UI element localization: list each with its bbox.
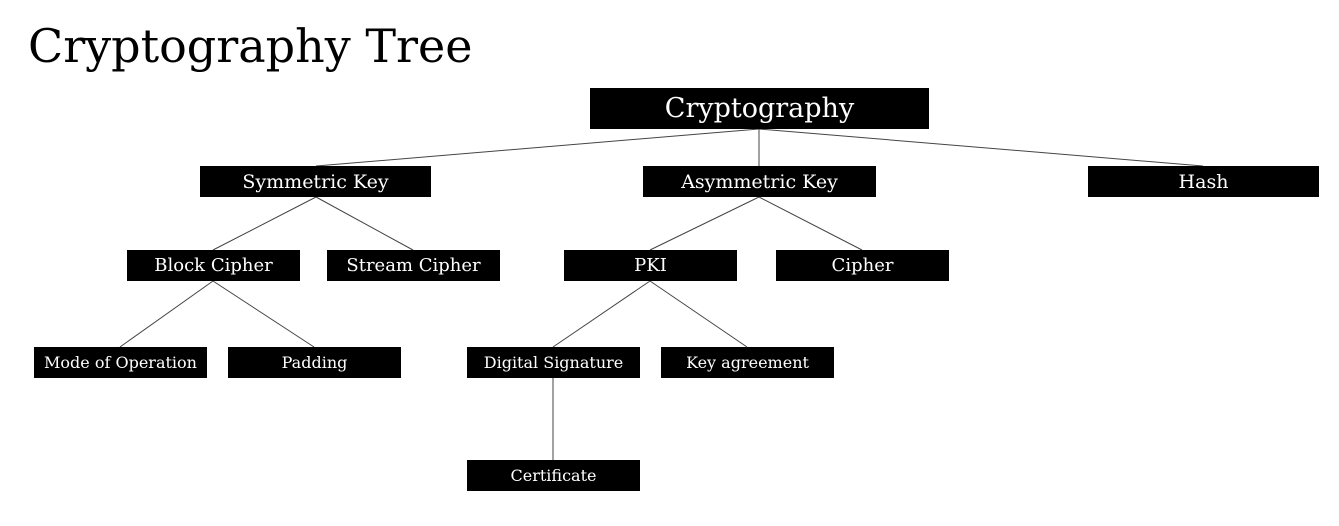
node-cryptography: Cryptography (590, 88, 929, 129)
edge-symmetric-key-stream-cipher (315, 196, 414, 251)
node-certificate: Certificate (467, 460, 640, 491)
edge-asymmetric-key-cipher (758, 196, 863, 251)
node-digital-signature: Digital Signature (467, 347, 640, 378)
node-padding: Padding (228, 347, 401, 378)
edge-asymmetric-key-pki (649, 196, 760, 251)
node-hash: Hash (1088, 166, 1319, 197)
node-block-cipher: Block Cipher (127, 250, 300, 281)
edge-pki-key-agreement (649, 280, 748, 348)
node-pki: PKI (564, 250, 737, 281)
node-asymmetric-key: Asymmetric Key (643, 166, 876, 197)
edge-block-cipher-mode-of-operation (119, 280, 214, 348)
node-key-agreement: Key agreement (661, 347, 834, 378)
edge-cryptography-symmetric-key (315, 128, 760, 167)
edge-cryptography-hash (758, 128, 1204, 167)
edge-pki-digital-signature (552, 280, 651, 348)
node-cipher: Cipher (776, 250, 949, 281)
edge-block-cipher-padding (212, 280, 315, 348)
page-title: Cryptography Tree (28, 19, 473, 73)
node-symmetric-key: Symmetric Key (200, 166, 431, 197)
edge-symmetric-key-block-cipher (212, 196, 317, 251)
node-stream-cipher: Stream Cipher (327, 250, 500, 281)
node-mode-of-operation: Mode of Operation (34, 347, 207, 378)
